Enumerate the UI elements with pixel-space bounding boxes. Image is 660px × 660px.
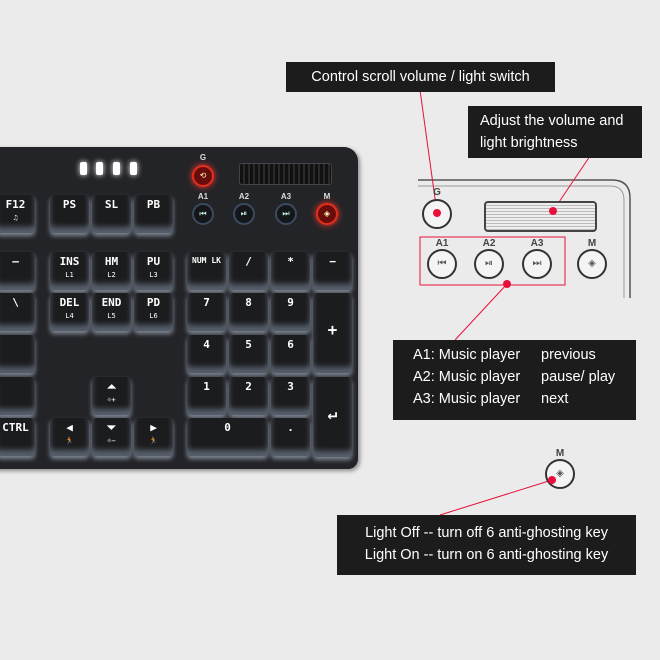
callout-adjust-line: light brightness [480,135,578,151]
callout-dot [503,280,511,288]
volume-wheel[interactable] [239,163,332,185]
a3-label: A3 [280,192,292,201]
key-num-slash[interactable]: / [229,252,268,290]
key-num-plus[interactable]: + [313,293,352,373]
key-right[interactable]: ▶🏃 [134,418,173,456]
callout-dot [548,476,556,484]
next-button[interactable]: ⏭ [275,203,297,225]
g-label: G [199,153,207,162]
callout-scroll: Control scroll volume / light switch [286,62,555,92]
diagram-a1-button: ⏮ [427,249,457,279]
key-minus[interactable]: – [0,252,35,290]
a1-label: A1 [197,192,209,201]
key-num-5[interactable]: 5 [229,335,268,373]
led-indicator [113,162,120,175]
key-num-3[interactable]: 3 [271,377,310,415]
diagram-m-button: ◈ [577,249,607,279]
m-label: M [323,192,331,201]
diagram-m-button-single: ◈ [545,459,575,489]
led-indicator [96,162,103,175]
key-down[interactable]: ⏷☼− [92,418,131,456]
previous-button[interactable]: ⏮ [192,203,214,225]
callout-adjust-line: Adjust the volume and [480,113,624,129]
diagram-a2-label: A2 [482,238,496,249]
a2-label: A2 [238,192,250,201]
callout-dot [433,209,441,217]
callout-adjust: Adjust the volume and light brightness [468,106,642,158]
g-button[interactable]: ⟲ [192,165,214,187]
callout-dot [549,207,557,215]
diagram-wheel [484,201,597,232]
callout-light-line: Light On -- turn on 6 anti-ghosting key [364,547,609,563]
diagram-g-label: G [433,187,441,198]
key-pb[interactable]: PB [134,195,173,233]
callout-light-line: Light Off -- turn off 6 anti-ghosting ke… [365,525,608,541]
diagram-m-label-single: M [555,448,565,459]
diagram-m-label: M [587,238,597,249]
key-f12[interactable]: F12♫ [0,195,35,233]
key-ps[interactable]: PS [50,195,89,233]
key-num-6[interactable]: 6 [271,335,310,373]
key-num-0[interactable]: 0 [187,418,268,456]
key-num-9[interactable]: 9 [271,293,310,331]
key-enter-main[interactable] [0,335,35,373]
play-pause-button[interactable]: ⏯ [233,203,255,225]
key-num-4[interactable]: 4 [187,335,226,373]
diagram-a1-label: A1 [435,238,449,249]
key-num-star[interactable]: * [271,252,310,290]
key-num-2[interactable]: 2 [229,377,268,415]
key-numlock[interactable]: NUM LK [187,252,226,290]
callout-light: Light Off -- turn off 6 anti-ghosting ke… [337,515,636,575]
key-num-enter[interactable]: ↵ [313,377,352,457]
key-shift[interactable] [0,377,35,415]
key-ctrl[interactable]: CTRL [0,418,35,456]
led-indicator [130,162,137,175]
diagram-a2-button: ⏯ [474,249,504,279]
key-num-8[interactable]: 8 [229,293,268,331]
key-num-1[interactable]: 1 [187,377,226,415]
key-backslash[interactable]: \ [0,293,35,331]
m-button[interactable]: ◈ [316,203,338,225]
key-num-minus[interactable]: − [313,252,352,290]
led-indicator [80,162,87,175]
diagram-a3-label: A3 [530,238,544,249]
key-up[interactable]: ⏶☼+ [92,377,131,415]
key-sl[interactable]: SL [92,195,131,233]
key-num-7[interactable]: 7 [187,293,226,331]
diagram-a3-button: ⏭ [522,249,552,279]
key-left[interactable]: ◀🏃 [50,418,89,456]
key-num-dot[interactable]: . [271,418,310,456]
